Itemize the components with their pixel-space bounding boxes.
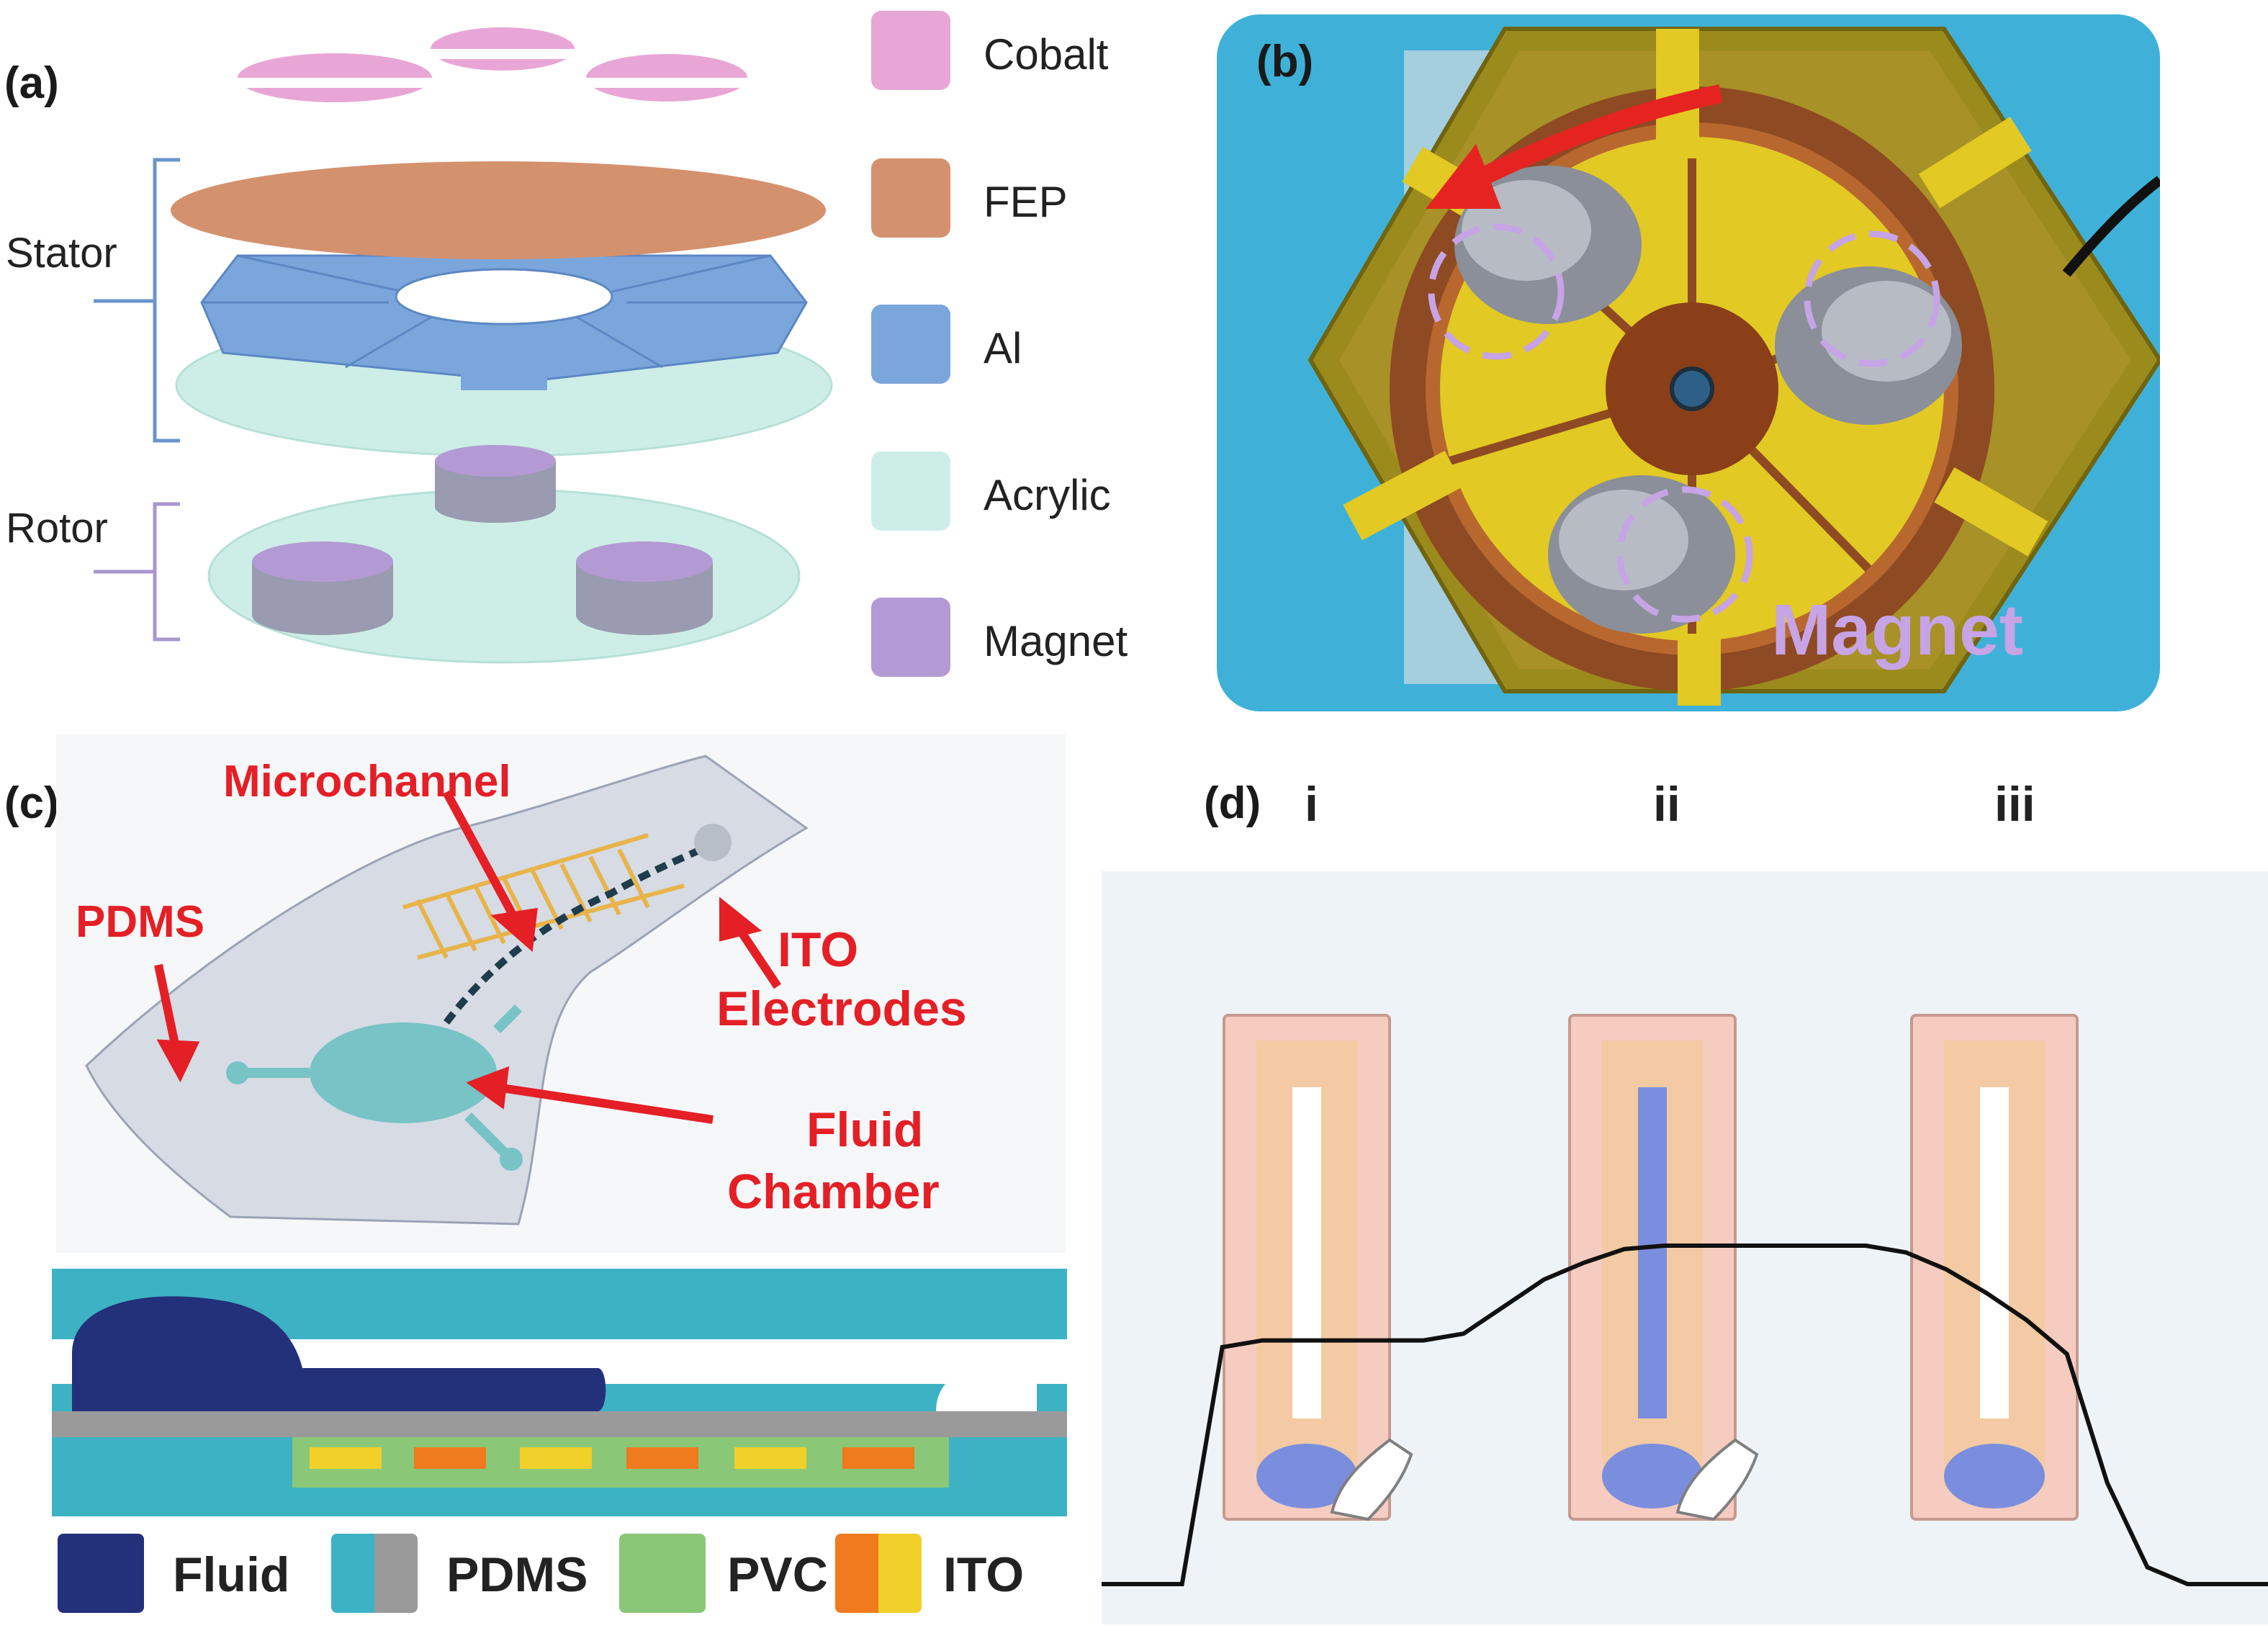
legend-text-fluid: Fluid — [173, 1547, 290, 1602]
cable — [2062, 176, 2160, 277]
legend-swatch-pvc — [619, 1534, 706, 1613]
gray-membrane — [52, 1411, 1067, 1437]
cobalt-bristles-2 — [1775, 266, 1962, 425]
magnet-marker-3 — [1616, 486, 1753, 623]
stator-bracket — [94, 158, 180, 443]
legend-swatch-ito — [835, 1534, 922, 1613]
legend-text-acrylic: Acrylic — [984, 471, 1111, 519]
layer-legend: Fluid PDMS PVC ITO — [58, 1534, 1066, 1620]
sensor-device-ii — [1568, 1014, 1737, 1521]
legend-swatch-pdms — [331, 1534, 418, 1613]
legend-text-ito: ITO — [943, 1547, 1025, 1602]
legend-item-cobalt: Cobalt — [871, 11, 1174, 90]
panel-c-microfluidic-diagram — [52, 734, 1067, 1516]
legend-item-al: Al — [871, 305, 1174, 384]
callout-microchannel: Microchannel — [223, 757, 511, 806]
legend-text-pdms: PDMS — [446, 1547, 588, 1602]
arrow-fluid-chamber — [496, 1083, 714, 1124]
fep-film — [171, 161, 826, 259]
legend-swatch-al — [871, 305, 950, 384]
legend-text-pvc: PVC — [727, 1547, 828, 1602]
legend-item-fep: FEP — [871, 158, 1174, 238]
ito-electrodes-section — [310, 1447, 914, 1469]
legend-text-cobalt: Cobalt — [984, 30, 1109, 78]
panel-b-photo — [1217, 14, 2160, 711]
callout-pdms: PDMS — [76, 897, 205, 947]
ito-electrode-array — [402, 833, 685, 960]
magnet-left — [252, 541, 393, 635]
panel-a-label: (a) — [4, 58, 59, 108]
panel-c-label: (c) — [4, 778, 59, 828]
legend-swatch-fep — [871, 158, 950, 238]
legend-text-fep: FEP — [984, 178, 1068, 226]
stage-label-i: i — [1305, 777, 1318, 832]
magnet-right — [576, 541, 713, 635]
magnet-marker-2 — [1804, 230, 1940, 367]
rotor-label: Rotor — [6, 505, 108, 552]
outlet-port — [694, 824, 732, 861]
legend-text-magnet: Magnet — [984, 617, 1128, 665]
magnet-caption: Magnet — [1771, 590, 2023, 670]
rotor-bracket — [94, 502, 180, 642]
legend-item-acrylic: Acrylic — [871, 451, 1174, 531]
magnet-marker-1 — [1428, 223, 1565, 360]
legend-text-al: Al — [984, 324, 1022, 372]
fluid-chamber — [310, 1022, 497, 1123]
callout-fluid-line1: Fluid — [806, 1102, 924, 1157]
panel-b-label: (b) — [1256, 37, 1314, 86]
legend-item-magnet: Magnet — [871, 598, 1174, 677]
fluid-blob — [72, 1296, 606, 1411]
legend-swatch-magnet — [871, 598, 950, 677]
microchannel — [444, 840, 716, 1025]
callout-ito-line2: Electrodes — [716, 981, 967, 1036]
legend-swatch-acrylic — [871, 451, 950, 531]
arrow-microchannel — [442, 790, 523, 927]
panel-a-exploded-diagram — [94, 27, 833, 664]
panel-d-signal-area — [1102, 871, 2268, 1624]
fluid-fill-ii — [1638, 1087, 1667, 1418]
sensor-device-i — [1223, 1014, 1391, 1521]
callout-ito-line1: ITO — [778, 922, 859, 977]
stage-label-ii: ii — [1653, 777, 1680, 832]
rotation-arrow-icon — [1472, 84, 1723, 189]
sensor-device-iii — [1910, 1014, 2079, 1521]
center-shaft — [1670, 366, 1714, 411]
finger-press-icon-i — [1330, 1438, 1413, 1521]
stator-center-hole — [395, 268, 613, 325]
pvc-layer — [292, 1437, 949, 1488]
callout-fluid-line2: Chamber — [727, 1164, 940, 1219]
legend-swatch-cobalt — [871, 11, 950, 90]
magnet-top — [435, 445, 556, 523]
device-photo-illustration — [1308, 27, 2160, 706]
panel-d-label: (d) — [1204, 778, 1261, 828]
arrow-pdms — [154, 963, 181, 1053]
stage-label-iii: iii — [1994, 777, 2035, 832]
signal-trace — [1102, 1244, 2268, 1586]
stator-label: Stator — [6, 230, 117, 276]
cobalt-bristles-3 — [1548, 475, 1735, 634]
finger-press-icon-ii — [1675, 1438, 1759, 1521]
legend-swatch-fluid — [58, 1534, 144, 1613]
signal-trace-plot — [1102, 1014, 2268, 1586]
